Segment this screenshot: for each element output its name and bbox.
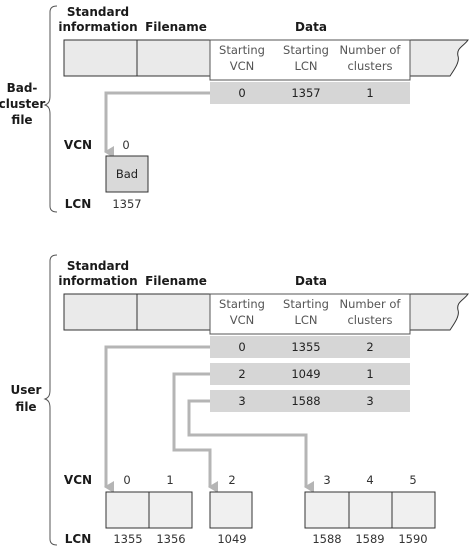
cluster-vcn: 0 (123, 473, 130, 487)
section-label-line1: Bad- (7, 81, 38, 95)
run-vcn: 0 (238, 86, 245, 100)
lcn-label: LCN (65, 197, 92, 211)
num-clusters-header-2: clusters (347, 313, 392, 327)
vcn-label: VCN (64, 138, 92, 152)
run-table-header (209, 293, 411, 335)
cluster-box (348, 491, 393, 529)
section-brace (43, 254, 58, 546)
lcn-label: LCN (65, 532, 92, 546)
section-brace (43, 5, 58, 213)
section-label-line1: User (11, 383, 42, 397)
section-label-line3: file (11, 113, 32, 127)
run-lcn: 1049 (291, 367, 320, 381)
run-row (210, 336, 410, 358)
cluster-lcn: 1590 (398, 532, 427, 546)
cluster-box (148, 491, 193, 529)
user-file-section: User file Standard information Filename … (11, 254, 469, 546)
run-pointer-arrow (172, 372, 218, 493)
run-lcn: 1357 (291, 86, 320, 100)
filename-label: Filename (145, 274, 207, 288)
cluster-vcn: 1 (166, 473, 173, 487)
run-row (210, 82, 410, 104)
run-vcn: 0 (238, 340, 245, 354)
cluster-lcn: 1588 (312, 532, 341, 546)
starting-vcn-header-2: VCN (230, 59, 255, 73)
run-count: 3 (366, 394, 373, 408)
run-vcn: 3 (238, 394, 245, 408)
filename-label: Filename (145, 20, 207, 34)
cluster-lcn: 1357 (112, 197, 141, 211)
run-vcn: 2 (238, 367, 245, 381)
starting-vcn-header: Starting (219, 297, 265, 311)
data-label: Data (295, 20, 327, 34)
cluster-vcn: 4 (366, 473, 373, 487)
run-lcn: 1355 (291, 340, 320, 354)
section-label-line2: cluster (0, 97, 45, 111)
section-label-line2: file (15, 400, 36, 414)
num-clusters-header-2: clusters (347, 59, 392, 73)
run-pointer-arrow (187, 399, 314, 493)
cluster-vcn: 5 (409, 473, 416, 487)
num-clusters-header: Number of (340, 297, 402, 311)
cluster-lcn: 1356 (156, 532, 185, 546)
cluster-vcn: 2 (228, 473, 235, 487)
cluster-box (105, 491, 150, 529)
standard-information-label-2: information (58, 20, 137, 34)
num-clusters-header: Number of (340, 43, 402, 57)
run-count: 2 (366, 340, 373, 354)
cluster-vcn: 0 (122, 138, 129, 152)
standard-information-label-2: information (58, 274, 137, 288)
run-count: 1 (366, 86, 373, 100)
bad-cluster-box (105, 155, 149, 193)
cluster-lcn: 1355 (113, 532, 142, 546)
cluster-vcn: 3 (323, 473, 330, 487)
starting-lcn-header-2: LCN (294, 313, 317, 327)
cluster-box (209, 491, 253, 529)
standard-information-label: Standard (67, 259, 129, 273)
starting-lcn-header: Starting (283, 297, 329, 311)
run-pointer-arrow (104, 345, 210, 493)
run-row (210, 363, 410, 385)
run-lcn: 1588 (291, 394, 320, 408)
starting-lcn-header: Starting (283, 43, 329, 57)
cluster-lcn: 1589 (355, 532, 384, 546)
cluster-box (391, 491, 436, 529)
run-count: 1 (366, 367, 373, 381)
cluster-lcn: 1049 (217, 532, 246, 546)
starting-lcn-header-2: LCN (294, 59, 317, 73)
standard-information-label: Standard (67, 5, 129, 19)
run-pointer-arrow (104, 91, 210, 158)
bad-cluster-text: Bad (116, 167, 138, 181)
vcn-label: VCN (64, 473, 92, 487)
data-label: Data (295, 274, 327, 288)
starting-vcn-header: Starting (219, 43, 265, 57)
run-table-header (209, 39, 411, 81)
cluster-box (304, 491, 350, 529)
bad-cluster-section: Bad- cluster file Standard information F… (0, 5, 469, 213)
starting-vcn-header-2: VCN (230, 313, 255, 327)
run-row (210, 390, 410, 412)
